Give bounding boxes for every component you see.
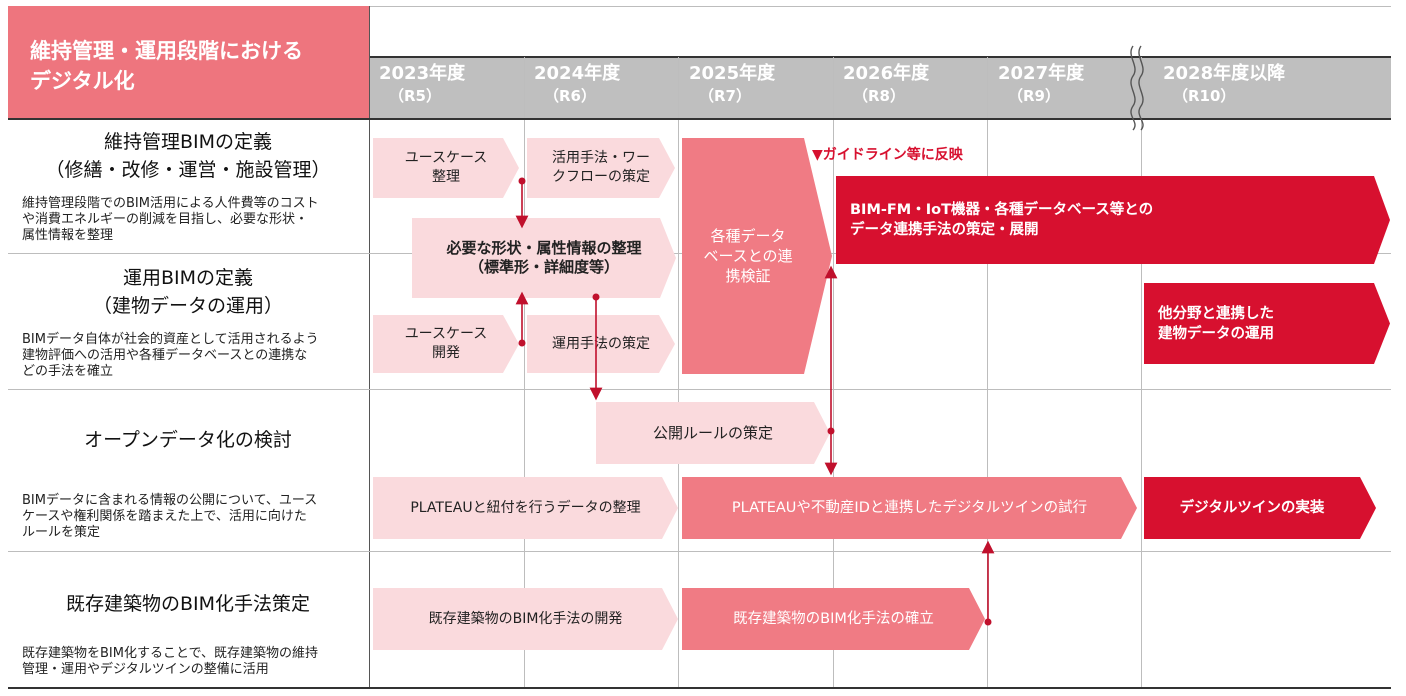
row-opendata-desc: BIMデータに含まれる情報の公開について、ユース ケースや権利関係を踏まえた上で… bbox=[22, 493, 318, 540]
col-line-2027 bbox=[987, 57, 988, 688]
box-plateau-digital-twin-trial: PLATEAUや不動産IDと連携したデジタルツインの試行 bbox=[682, 477, 1137, 539]
box-other-fields-operation: 他分野と連携した建物データの運用 bbox=[1144, 283, 1390, 364]
table-bottom-rule bbox=[8, 687, 1391, 689]
page-title-line2: デジタル化 bbox=[30, 69, 135, 93]
year-2023: 2023年度（R5） bbox=[379, 63, 466, 105]
divider-left bbox=[369, 6, 370, 688]
row-sep-3 bbox=[8, 551, 1391, 552]
double-wavy-break-icon bbox=[1130, 45, 1144, 131]
col-line-2026 bbox=[833, 57, 834, 688]
row-maintenance-head: 維持管理BIMの定義 （修繕・改修・運営・施設管理） bbox=[8, 128, 368, 184]
page-title-line1: 維持管理・運用段階における bbox=[30, 39, 303, 63]
row-maintenance-subtitle: （修繕・改修・運営・施設管理） bbox=[45, 159, 331, 181]
connector-usecase-dev-to-shape bbox=[515, 291, 529, 347]
row-operation-desc: BIMデータ自体が社会的資産として活用されるよう 建物評価への活用や各種データベ… bbox=[22, 332, 319, 379]
connector-public-rule-vertical bbox=[824, 265, 838, 476]
box-shape-attribute-info: 必要な形状・属性情報の整理（標準形・詳細度等） bbox=[412, 218, 676, 298]
year-2025: 2025年度（R7） bbox=[689, 63, 776, 105]
box-plateau-data-organize: PLATEAUと紐付を行うデータの整理 bbox=[373, 477, 678, 539]
box-usecase-develop: ユースケース開発 bbox=[373, 315, 519, 373]
box-existing-bim-establish: 既存建築物のBIM化手法の確立 bbox=[682, 588, 985, 650]
col-line-2028 bbox=[1141, 57, 1142, 688]
row-opendata-head: オープンデータ化の検討 bbox=[8, 426, 368, 454]
page-title: 維持管理・運用段階における デジタル化 bbox=[8, 6, 370, 118]
box-usecase-organize: ユースケース整理 bbox=[373, 138, 519, 198]
box-operation-method: 運用手法の策定 bbox=[527, 315, 675, 373]
box-database-linkage-verification: 各種データベースとの連携検証 bbox=[682, 138, 832, 374]
row-operation-title: 運用BIMの定義 bbox=[122, 267, 254, 289]
header-bottom-rule bbox=[8, 118, 1391, 120]
year-2026: 2026年度（R8） bbox=[843, 63, 930, 105]
row-maintenance-desc: 維持管理段階でのBIM活用による人件費等のコスト や消費エネルギーの削減を目指し… bbox=[22, 196, 319, 243]
header-top-rule bbox=[370, 56, 1391, 58]
row-operation-head: 運用BIMの定義 （建物データの運用） bbox=[8, 264, 368, 320]
col-line-2024 bbox=[524, 57, 525, 688]
box-existing-bim-develop: 既存建築物のBIM化手法の開発 bbox=[373, 588, 678, 650]
year-header-band bbox=[370, 57, 1391, 118]
col-line-2025 bbox=[678, 57, 679, 688]
guideline-reflect-note: ▼ガイドライン等に反映 bbox=[812, 147, 963, 163]
year-2028-onward: 2028年度以降（R10） bbox=[1163, 63, 1286, 105]
top-rule bbox=[370, 6, 1391, 7]
row-existing-head: 既存建築物のBIM化手法策定 bbox=[8, 590, 368, 618]
row-existing-title: 既存建築物のBIM化手法策定 bbox=[65, 593, 311, 615]
box-public-rule: 公開ルールの策定 bbox=[596, 402, 830, 464]
box-digital-twin-implementation: デジタルツインの実装 bbox=[1144, 477, 1376, 539]
row-operation-subtitle: （建物データの運用） bbox=[92, 295, 283, 317]
row-existing-desc: 既存建築物をBIM化することで、既存建築物の維持 管理・運用やデジタルツインの整… bbox=[22, 646, 319, 677]
connector-shape-to-public-rule bbox=[589, 293, 603, 401]
year-2027: 2027年度（R9） bbox=[998, 63, 1085, 105]
row-opendata-title: オープンデータ化の検討 bbox=[84, 429, 292, 451]
row-maintenance-title: 維持管理BIMの定義 bbox=[103, 131, 273, 153]
connector-existing-to-twin bbox=[981, 540, 995, 626]
box-method-workflow: 活用手法・ワークフローの策定 bbox=[527, 138, 675, 198]
box-bimfm-linkage: BIM-FM・IoT機器・各種データベース等とのデータ連携手法の策定・展開 bbox=[836, 176, 1390, 264]
year-2024: 2024年度（R6） bbox=[534, 63, 621, 105]
connector-usecase-to-shape bbox=[515, 177, 529, 229]
row-sep-2 bbox=[8, 389, 1391, 390]
